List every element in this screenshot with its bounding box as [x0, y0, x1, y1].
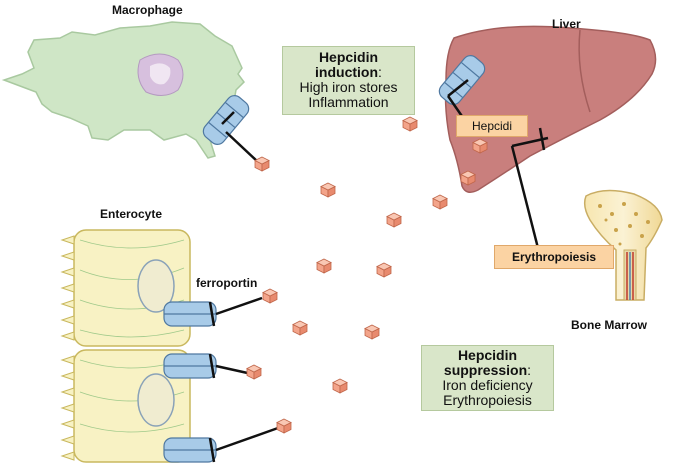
- ferroportin-channels: [163, 55, 486, 463]
- hepcidin-box: Hepcidi: [456, 115, 528, 137]
- suppression-title-line1: Hepcidin: [457, 347, 518, 363]
- iron-cube: [316, 258, 332, 274]
- iron-cube: [460, 170, 476, 186]
- iron-cube: [320, 182, 336, 198]
- induction-title-line2: induction:: [315, 64, 382, 80]
- erythropoiesis-box: Erythropoiesis: [494, 245, 614, 269]
- iron-cube: [386, 212, 402, 228]
- iron-cube: [246, 364, 262, 380]
- bone-marrow-bone: [583, 189, 663, 301]
- connector-lines: [208, 79, 549, 463]
- iron-particles: [246, 116, 488, 434]
- iron-cube: [402, 116, 418, 132]
- bone-marrow-label: Bone Marrow: [571, 318, 648, 332]
- iron-cube: [432, 194, 448, 210]
- iron-cube: [276, 418, 292, 434]
- liver-label: Liver: [552, 17, 581, 31]
- induction-item: High iron stores: [299, 79, 398, 95]
- ferroportin-enterocyte-1: [163, 301, 217, 327]
- iron-cube: [262, 288, 278, 304]
- iron-cube: [376, 262, 392, 278]
- iron-cube: [332, 378, 348, 394]
- induction-title-line1: Hepcidin: [318, 49, 379, 65]
- enterocyte-cells: [60, 229, 191, 463]
- iron-cube: [364, 324, 380, 340]
- ferroportin-enterocyte-3: [163, 437, 217, 463]
- ferroportin-enterocyte-2: [163, 353, 217, 379]
- hepcidin-induction-box: Hepcidin induction: High iron stores Inf…: [282, 46, 415, 115]
- macrophage-cell: [1, 21, 245, 159]
- macrophage-label: Macrophage: [112, 3, 183, 17]
- ferroportin-label: ferroportin: [196, 276, 258, 290]
- ferroportin-liver: [438, 55, 486, 105]
- suppression-item: Iron deficiency: [442, 377, 533, 393]
- hepcidin-label: Hepcidi: [471, 119, 513, 133]
- iron-cube: [472, 138, 488, 154]
- suppression-title-line2: suppression:: [443, 362, 532, 378]
- iron-cube: [254, 156, 270, 172]
- induction-item: Inflammation: [308, 94, 389, 110]
- liver-organ: [444, 25, 657, 193]
- iron-cube: [292, 320, 308, 336]
- enterocyte-label: Enterocyte: [100, 207, 163, 221]
- suppression-item: Erythropoiesis: [443, 392, 532, 408]
- hepcidin-suppression-box: Hepcidin suppression: Iron deficiency Er…: [421, 345, 554, 411]
- erythropoiesis-label: Erythropoiesis: [511, 250, 597, 264]
